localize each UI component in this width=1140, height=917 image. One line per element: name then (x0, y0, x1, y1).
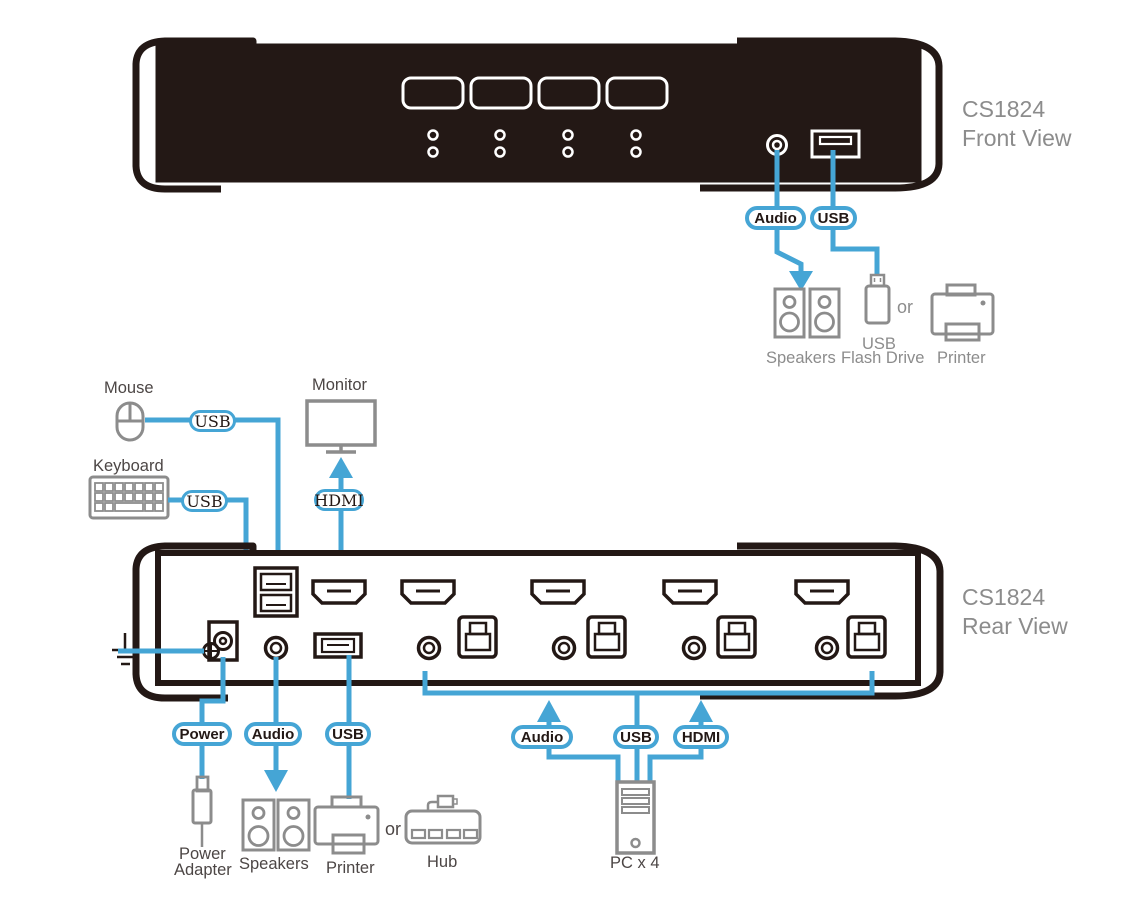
front-audio-arrow (789, 271, 813, 291)
pc-audio-cable-label: Audio (511, 725, 573, 749)
usb-b-port (716, 615, 757, 659)
usb-b-ports (457, 615, 887, 659)
front-view-title-model: CS1824 (962, 96, 1046, 122)
hdmi-port (400, 579, 456, 605)
mouse-usb-cable-label: USB (189, 410, 236, 432)
front-connections (774, 150, 880, 291)
front-leds (427, 129, 642, 158)
keyboard-label: Keyboard (93, 457, 164, 475)
or-label-rear: or (385, 819, 402, 839)
mouse-icon (115, 401, 145, 442)
usb-b-port (846, 615, 887, 659)
monitor-hdmi-arrow (329, 457, 353, 478)
speakers-front-label: Speakers (766, 349, 836, 367)
rear-view-title: CS1824 Rear View (962, 583, 1068, 641)
or-label-front: or (897, 297, 914, 317)
hub-label: Hub (427, 853, 458, 871)
audio-jacks (263, 635, 840, 661)
rear-connections (118, 648, 875, 799)
rear-audio-arrow (264, 770, 288, 792)
hdmi-port (530, 579, 586, 605)
power-adapter-label-line1: Power (179, 845, 226, 863)
port-selection-button (537, 76, 601, 110)
front-right-bracket (700, 37, 943, 192)
front-usb-cable (830, 150, 880, 276)
console-usb-ports (253, 566, 299, 618)
rear-usb-cable-label: USB (325, 722, 371, 746)
pc-x4-label: PC x 4 (610, 854, 660, 872)
monitor-hdmi-cable-label: HDMI (314, 489, 364, 511)
port-selection-button (401, 76, 465, 110)
port-selection-button (605, 76, 669, 110)
front-body (155, 43, 922, 183)
rear-view-title-model: CS1824 (962, 584, 1046, 610)
printer-rear-label: Printer (326, 859, 375, 877)
front-left-bracket (132, 37, 257, 193)
hub-icon (404, 794, 482, 845)
port-selection-button (469, 76, 533, 110)
pc-group-bracket (422, 671, 875, 696)
keyboard-usb-cable-label: USB (181, 490, 228, 512)
front-audio-cable-label: Audio (745, 206, 806, 230)
power-adapter-label-line2: Adapter (174, 861, 232, 879)
port-selection-buttons (401, 76, 669, 110)
rear-left-bracket (132, 542, 257, 702)
speakers-icon-rear (241, 798, 311, 852)
pc-hdmi-arrow (689, 700, 713, 722)
rear-audio-cable-label: Audio (244, 722, 302, 746)
mouse-label: Mouse (104, 379, 154, 397)
usb-flash-drive-icon (864, 273, 891, 325)
rear-view-title-caption: Rear View (962, 613, 1068, 639)
printer-front-label: Printer (937, 349, 986, 367)
pc-usb-cable-label: USB (613, 725, 659, 749)
pc-audio-arrow (537, 700, 561, 722)
flash-drive-label-line1: USB (862, 335, 896, 353)
hdmi-ports (311, 579, 850, 605)
front-usb-cable-label: USB (810, 206, 857, 230)
front-view-title: CS1824 Front View (962, 95, 1072, 153)
hdmi-port (311, 579, 367, 605)
keyboard-icon (88, 475, 170, 520)
front-audio-cable (774, 150, 804, 273)
printer-icon-front (930, 283, 995, 342)
flash-drive-label-line2: Flash Drive (841, 349, 925, 367)
speakers-icon-front (773, 287, 841, 339)
rear-panel (112, 542, 944, 702)
hdmi-port (662, 579, 718, 605)
speakers-rear-label: Speakers (239, 855, 309, 873)
power-cable-label: Power (172, 722, 232, 746)
monitor-label: Monitor (312, 376, 368, 394)
printer-icon-rear (313, 795, 380, 855)
monitor-icon (305, 399, 377, 454)
rear-right-bracket (700, 542, 944, 700)
pc-tower-icon (615, 780, 656, 855)
usb-b-port (586, 615, 627, 659)
power-adapter-icon (191, 775, 213, 847)
power-cable (199, 657, 226, 727)
rear-usb-a-port (313, 632, 363, 659)
pc-hdmi-cable-label: HDMI (673, 725, 729, 749)
front-panel (132, 37, 943, 193)
usb-b-port (457, 615, 498, 659)
hdmi-port (794, 579, 850, 605)
rear-body (155, 550, 921, 686)
front-view-title-caption: Front View (962, 125, 1072, 151)
